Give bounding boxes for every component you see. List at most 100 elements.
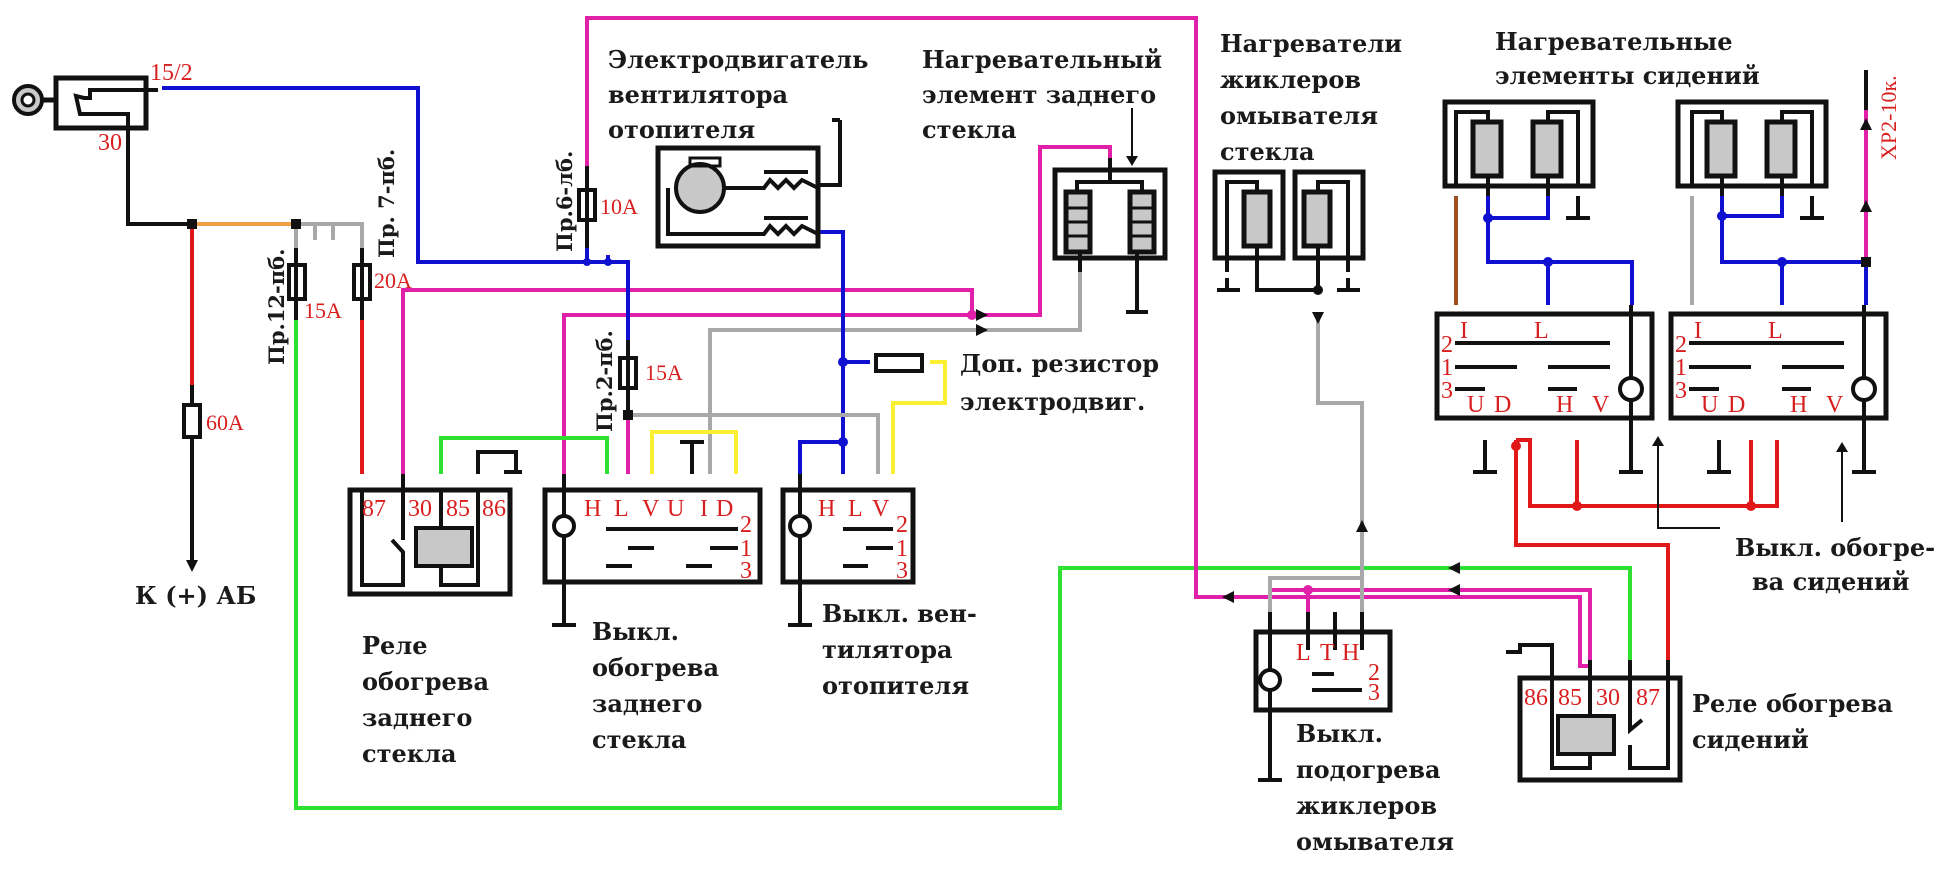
seat-switch-pin: U bbox=[1467, 392, 1484, 418]
seat-switch-pin: L bbox=[1768, 318, 1783, 344]
lamp-icon bbox=[552, 514, 576, 538]
rear-heater-label-1: Нагревательный bbox=[922, 45, 1162, 74]
resistor-label-2: электродвиг. bbox=[960, 387, 1145, 416]
rear-switch-box bbox=[542, 487, 763, 585]
seat-relay-contact2 bbox=[1628, 660, 1670, 770]
junction-seat1-blue-b bbox=[1543, 257, 1553, 267]
fan-motor-box bbox=[655, 145, 821, 249]
seat-switch-pin: I bbox=[1694, 318, 1702, 344]
junction-xp2 bbox=[1861, 257, 1871, 267]
washer-switch-box bbox=[1253, 629, 1393, 713]
rear-relay-label-4: стекла bbox=[362, 739, 457, 768]
rear-relay-label-1: Реле bbox=[362, 631, 428, 660]
wire-black-fanmotor bbox=[818, 120, 842, 187]
fan-switch-label-2: тилятора bbox=[822, 635, 953, 664]
resistor-label-1: Доп. резистор bbox=[960, 349, 1159, 378]
seat-heaters: Нагревательные элементы сидений ХР2-10к. bbox=[1442, 27, 1901, 196]
connector-mark bbox=[1448, 562, 1460, 574]
seat-relay-contact bbox=[1628, 660, 1644, 735]
washer-switch-pin: H bbox=[1342, 640, 1359, 666]
rear-window-heater: Нагревательный элемент заднего стекла bbox=[922, 45, 1168, 272]
wire-blue-seat1b bbox=[1486, 218, 1634, 305]
connector-mark bbox=[1860, 200, 1872, 212]
ignition-box bbox=[53, 75, 149, 131]
washer-switch-label-2: подогрева bbox=[1296, 755, 1441, 784]
connector-marks bbox=[976, 118, 1872, 603]
junction-red-seat1H bbox=[1572, 501, 1582, 511]
seat-switch-pos: 2 bbox=[1441, 332, 1453, 358]
fan-switch-label-3: отопителя bbox=[822, 671, 969, 700]
fan-motor-label-1: Электродвигатель bbox=[608, 45, 868, 74]
washer-heater-element-2 bbox=[1301, 189, 1333, 249]
pointer-rearheat-head bbox=[1126, 156, 1138, 166]
rear-relay-pin: 86 bbox=[482, 496, 506, 522]
washer-switch-label-3: жиклеров bbox=[1296, 791, 1437, 820]
rear-switch-pin: I bbox=[700, 496, 708, 522]
pointer-seat2-head bbox=[1836, 442, 1848, 452]
fuse-12-rating: 15A bbox=[304, 298, 342, 323]
seat-relay-coil bbox=[1556, 714, 1616, 756]
rear-heater-label-3: стекла bbox=[922, 115, 1017, 144]
wire-magenta-relay30 bbox=[401, 288, 974, 474]
seat-heater-element-1b bbox=[1530, 119, 1564, 179]
wire-black-relay86 bbox=[476, 450, 518, 474]
ignition-switch: 15/2 30 bbox=[12, 60, 193, 156]
rear-relay-coil-wire2 bbox=[439, 490, 480, 587]
rear-switch-pin: L bbox=[614, 496, 629, 522]
seat-heater-box-1 bbox=[1442, 99, 1596, 189]
washer-heater-box-2 bbox=[1292, 169, 1366, 261]
seat-heater-label-2: элементы сидений bbox=[1495, 61, 1760, 90]
junction-red-seat2D bbox=[1746, 501, 1756, 511]
ignition-pin-15: 15/2 bbox=[150, 60, 193, 86]
wires bbox=[126, 16, 1876, 810]
connector-mark bbox=[1860, 118, 1872, 130]
fan-switch-pos: 1 bbox=[896, 536, 908, 562]
seat-switch-box-2 bbox=[1668, 311, 1889, 421]
junctions bbox=[187, 211, 1871, 595]
rear-relay-coil bbox=[414, 526, 474, 568]
seat-relay-pin: 30 bbox=[1596, 685, 1620, 711]
fan-switch-box bbox=[780, 487, 916, 585]
junction-blue-tap bbox=[604, 258, 612, 266]
seat-heater-wire-2b bbox=[1780, 110, 1814, 188]
washer-switch-label-4: омывателя bbox=[1296, 827, 1454, 856]
fuse-7-name: Пр. 7-пб. bbox=[374, 149, 399, 258]
seat-switch-pin: V bbox=[1826, 392, 1844, 418]
junction-magenta bbox=[967, 310, 977, 320]
wire-blue-fanH bbox=[798, 440, 843, 474]
seat-relay-box bbox=[1517, 675, 1683, 783]
rear-switch-pin: U bbox=[667, 496, 684, 522]
junction-red-seatD bbox=[1511, 441, 1521, 451]
wire-blue-seat2 bbox=[1720, 196, 1784, 218]
seat-heater-box-2 bbox=[1675, 99, 1829, 189]
connector-label: ХР2-10к. bbox=[1876, 75, 1901, 160]
lamp-icon bbox=[1851, 376, 1877, 402]
seat-switch-pos: 2 bbox=[1675, 332, 1687, 358]
junction-seat2-blue-b bbox=[1777, 257, 1787, 267]
fan-switch-pin: H bbox=[818, 496, 835, 522]
wire-gray-washer bbox=[1316, 320, 1364, 628]
rear-switch-label-1: Выкл. bbox=[592, 617, 679, 646]
seat-relay-label-2: сидений bbox=[1692, 725, 1809, 754]
seat-switch-pin: H bbox=[1790, 392, 1807, 418]
motor-icon bbox=[674, 162, 726, 214]
junction-blue-fanH bbox=[838, 437, 848, 447]
connector-mark bbox=[1448, 584, 1460, 596]
wire-red-seatrelay bbox=[1514, 440, 1670, 660]
junction-washer bbox=[1313, 285, 1323, 295]
seat-heater-wire-2a bbox=[1690, 110, 1724, 188]
seat-switch-pin: H bbox=[1556, 392, 1573, 418]
washer-heater-wire-2 bbox=[1316, 180, 1350, 272]
seat-switch-pin: U bbox=[1701, 392, 1718, 418]
washer-switch-label-1: Выкл. bbox=[1296, 719, 1383, 748]
washer-switch-pos: 2 bbox=[1368, 660, 1380, 686]
washer-switch-pos: 3 bbox=[1368, 680, 1380, 706]
seat-heater-element-1a bbox=[1470, 119, 1504, 179]
wire-yellow-resistor bbox=[891, 360, 947, 474]
rear-switch-pos: 2 bbox=[740, 512, 752, 538]
seat-relay-label-1: Реле обогрева bbox=[1692, 689, 1893, 718]
washer-heater-label-1: Нагреватели bbox=[1220, 29, 1402, 58]
fan-motor: Электродвигатель вентилятора отопителя bbox=[608, 45, 868, 249]
wire-green-relay85 bbox=[439, 436, 609, 474]
